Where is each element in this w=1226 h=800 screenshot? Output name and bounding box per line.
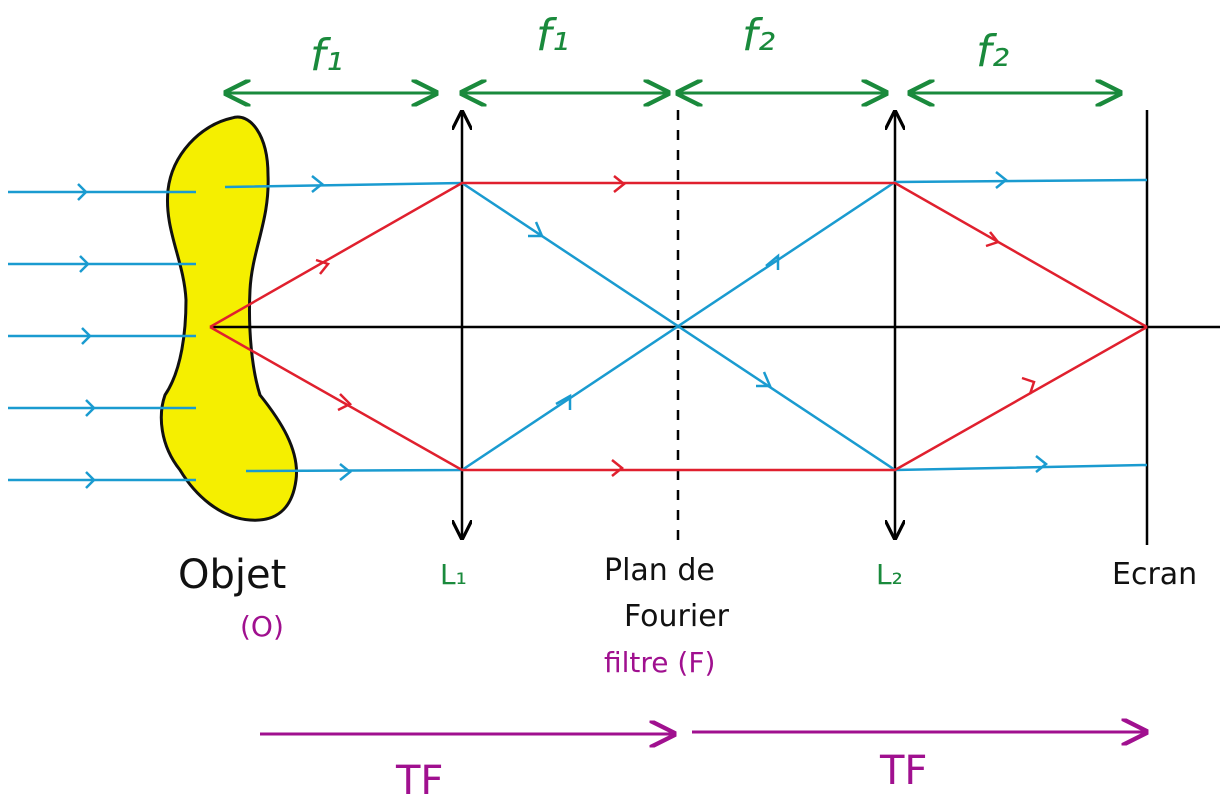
label-screen: Ecran [1112, 557, 1197, 592]
ray-chevron [77, 183, 88, 201]
label-lens-l2: L₂ [876, 558, 903, 591]
ray-chevron [1035, 455, 1049, 473]
ray-chevron [85, 399, 96, 417]
ray-chevron [79, 255, 90, 273]
blue-ray-bottom [245, 178, 1148, 473]
ray-chevron [995, 171, 1009, 189]
label-tf-first: TF [395, 758, 443, 800]
label-object: Objet [178, 552, 286, 598]
ray-chevron [85, 471, 96, 489]
label-fourier-plane-line2: Fourier [624, 599, 730, 634]
label-filter: filtre (F) [604, 646, 715, 679]
ray-chevron [315, 258, 331, 275]
ray-chevron [339, 463, 353, 481]
red-ray-lower [209, 325, 1148, 472]
red-ray-upper [209, 181, 1148, 329]
red-ray-paths [209, 175, 1148, 477]
ray-chevron [756, 371, 772, 388]
label-f1-right: f₁ [536, 10, 569, 61]
ray-chevron [555, 393, 572, 410]
ray-chevron [311, 175, 325, 193]
ray-chevron [765, 253, 780, 270]
ray-chevron [985, 231, 1001, 248]
label-f2-left: f₂ [742, 10, 775, 61]
label-f2-right: f₂ [976, 26, 1009, 77]
object-blob [159, 115, 299, 522]
ray-chevron [528, 221, 544, 238]
label-f1-left: f₁ [310, 30, 343, 81]
incident-rays [8, 183, 196, 489]
label-fourier-plane-line1: Plan de [604, 553, 715, 588]
ray-chevron [1021, 376, 1036, 395]
label-object-symbol: (O) [240, 610, 284, 643]
ray-chevron [613, 175, 627, 193]
ray-chevron [337, 393, 353, 412]
label-tf-second: TF [879, 748, 927, 794]
blue-ray-paths [224, 171, 1148, 481]
ray-chevron [81, 327, 92, 345]
label-lens-l1: L₁ [440, 558, 467, 591]
ray-chevron [611, 459, 625, 477]
